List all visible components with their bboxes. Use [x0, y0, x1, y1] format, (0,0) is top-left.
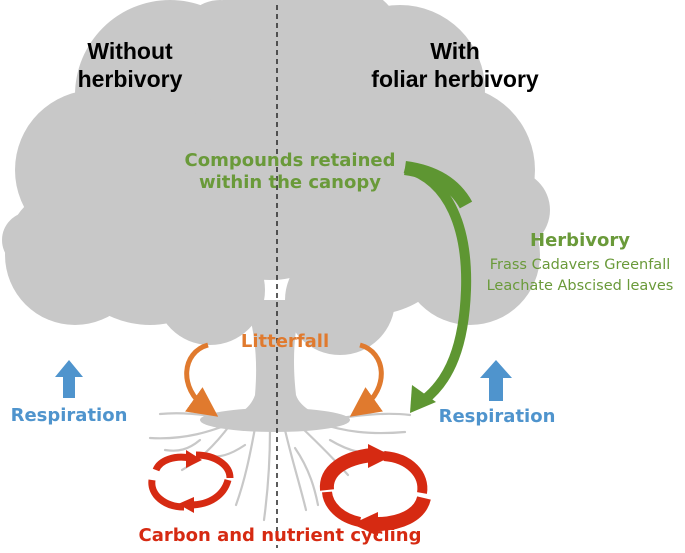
- herbivory-items-line1: Frass Cadavers Greenfall: [489, 257, 671, 273]
- litterfall-left-curved-arrow-icon: [184, 342, 219, 417]
- herbivory-title: Herbivory: [530, 230, 630, 251]
- respiration-left-label: Respiration: [10, 405, 128, 426]
- canopy-line1: Compounds retained: [184, 150, 396, 171]
- root-system: [148, 412, 412, 522]
- right-heading-line2: foliar herbivory: [371, 65, 539, 92]
- left-heading-line1: Without: [87, 38, 173, 64]
- respiration-left-up-arrow-icon: [55, 360, 83, 398]
- respiration-right-up-arrow-icon: [480, 360, 512, 401]
- herbivory-items-line2: Leachate Abscised leaves: [486, 278, 674, 295]
- litterfall-right-curved-arrow-icon: [349, 342, 384, 417]
- respiration-right-label: Respiration: [438, 406, 556, 427]
- herbivory-curved-arrow-icon: [403, 161, 473, 413]
- right-heading: With foliar herbivory: [330, 38, 580, 93]
- left-heading-line2: herbivory: [77, 65, 183, 92]
- canopy-line2: within the canopy: [199, 171, 381, 193]
- cycling-left-circular-arrows-icon: [148, 450, 234, 513]
- right-heading-line1: With: [430, 38, 480, 64]
- herbivory-items: Frass Cadavers Greenfall Leachate Abscis…: [475, 255, 685, 297]
- cycling-label: Carbon and nutrient cycling: [138, 525, 422, 546]
- cycling-right-circular-arrows-icon: [319, 444, 431, 536]
- litterfall-label: Litterfall: [240, 331, 330, 352]
- left-heading: Without herbivory: [40, 38, 220, 93]
- canopy-retention-label: Compounds retained within the canopy: [170, 150, 410, 193]
